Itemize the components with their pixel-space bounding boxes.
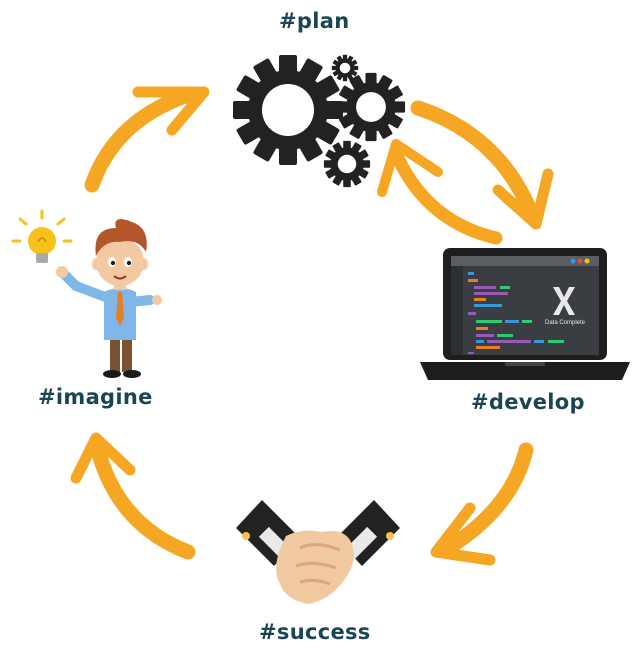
arrow-success-to-imagine [70,432,196,560]
arrow-develop-to-success [430,442,534,566]
plan-label: #plan [279,9,350,33]
data-complete-logo [553,287,575,315]
gears-icon [233,54,406,188]
imagine-label: #imagine [38,385,153,409]
laptop-icon: Data Complete [420,248,630,380]
arrow-develop-to-plan [377,139,503,245]
laptop-logo-text: Data Complete [545,320,586,326]
develop-label: #develop [471,390,585,414]
arrow-imagine-to-plan [84,86,210,193]
code-lines [468,272,564,354]
cycle-arrows [70,86,554,566]
light-bulb-icon [11,209,73,263]
handshake-icon [236,500,400,604]
success-label: #success [259,620,371,644]
idea-person-icon [56,219,162,378]
arrow-plan-to-develop [410,100,554,230]
